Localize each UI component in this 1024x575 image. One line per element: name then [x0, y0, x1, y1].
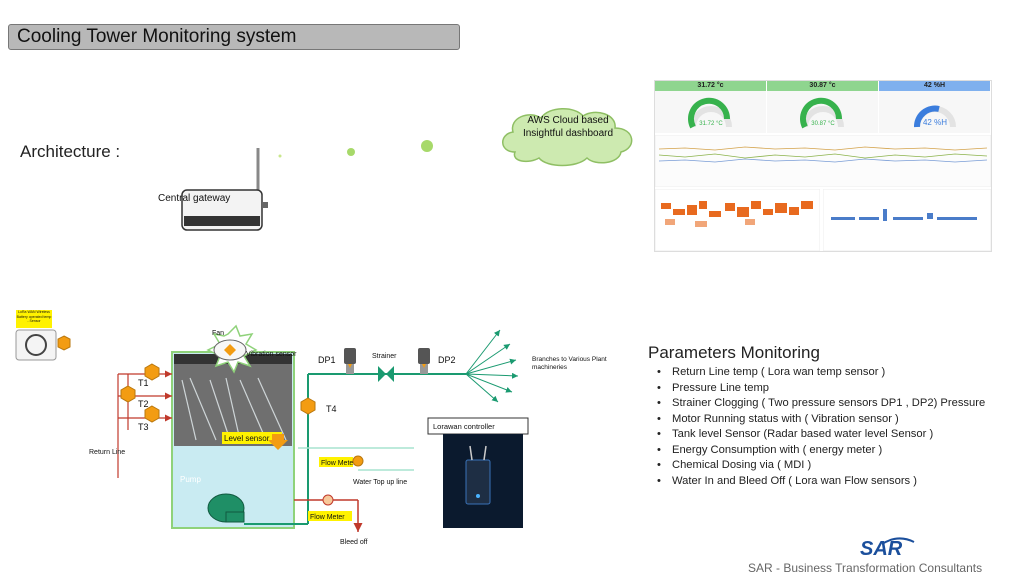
- heatmap-blue-thumbnail: [823, 189, 991, 251]
- level-sensor-arrow-icon: [268, 434, 288, 450]
- t1-label: T1: [138, 378, 149, 388]
- gauge-value-3: 42 %H: [923, 118, 947, 127]
- gauge-header-3: 42 %H: [879, 81, 990, 91]
- architecture-label: Architecture :: [20, 142, 121, 161]
- t3-label: T3: [138, 422, 149, 432]
- fan-icon: [206, 324, 258, 374]
- t2-sensor-icon: [120, 385, 136, 403]
- wireless-sensor-tag: LoRa WAN Wireless Battery operated temp …: [15, 310, 71, 361]
- gauge-card-2: 30.87 °c 30.87 °C: [767, 81, 878, 133]
- t4-sensor-icon: [300, 397, 316, 415]
- pump-icon: [207, 493, 245, 523]
- water-topup-label: Water Top up line: [353, 479, 407, 486]
- cloud-label: AWS Cloud based Insightful dashboard: [522, 115, 614, 139]
- gateway-label: Central gateway: [158, 193, 230, 204]
- dp2-sensor-icon: [418, 348, 430, 374]
- gauge-card-1: 31.72 °c 31.72 °C: [655, 81, 766, 133]
- heatmap-orange-thumbnail: [655, 189, 820, 251]
- t2-label: T2: [138, 399, 149, 409]
- gauge-header-2: 30.87 °c: [767, 81, 878, 91]
- level-sensor-label: Level sensor: [224, 434, 270, 443]
- t3-sensor-icon: [144, 405, 160, 423]
- gauge-value-1: 31.72 °C: [699, 121, 723, 127]
- parameter-item: Pressure Line temp: [657, 381, 997, 397]
- gauge-card-3: 42 %H 42 %H: [879, 81, 990, 133]
- sensor-tag-label: LoRa WAN Wireless Battery operated temp …: [16, 310, 52, 323]
- parameter-item: Tank level Sensor (Radar based water lev…: [657, 427, 997, 443]
- signal-dots: [278, 140, 433, 158]
- dp2-label: DP2: [438, 355, 456, 365]
- page-title: Cooling Tower Monitoring system: [8, 24, 460, 50]
- strainer-valve-icon: [378, 366, 394, 382]
- t1-sensor-icon: [144, 363, 160, 381]
- parameters-list: Return Line temp ( Lora wan temp sensor …: [657, 365, 997, 489]
- gauge-header-1: 31.72 °c: [655, 81, 766, 91]
- pump-label: Pump: [180, 475, 201, 484]
- parameters-title: Parameters Monitoring: [648, 343, 820, 362]
- strainer-label: Strainer: [372, 353, 397, 360]
- t4-label: T4: [326, 404, 337, 414]
- water-topup-pipe: [298, 447, 414, 471]
- parameter-item: Return Line temp ( Lora wan temp sensor …: [657, 365, 997, 381]
- lorawan-device-icon: [465, 445, 491, 505]
- trend-chart-thumbnail: [655, 135, 991, 187]
- gateway-device-icon: Central gateway: [158, 148, 268, 231]
- gauge-2: 30.87 °C: [800, 97, 844, 129]
- process-diagram: LoRa WAN Wireless Battery operated temp …: [15, 310, 607, 546]
- branch-arrows: [465, 329, 519, 403]
- gauge-1: 31.72 °C: [688, 97, 732, 129]
- bleed-off-label: Bleed off: [340, 539, 368, 546]
- fan-label: Fan: [212, 330, 224, 337]
- branches-label: Branches to Various Plant machineries: [532, 356, 607, 371]
- vibration-sensor-label: Vibration sensor: [246, 351, 297, 358]
- dp1-sensor-icon: [344, 348, 356, 374]
- parameter-item: Water In and Bleed Off ( Lora wan Flow s…: [657, 474, 997, 490]
- aws-cloud-icon: AWS Cloud based Insightful dashboard: [502, 108, 633, 167]
- sar-swoosh-icon: [881, 537, 915, 545]
- sar-logo: SAR: [860, 538, 903, 560]
- lorawan-controller-label: Lorawan controller: [433, 422, 495, 431]
- flow-meter-bottom-label: Flow Meter: [310, 514, 345, 521]
- flow-meter-bottom-icon: [322, 494, 334, 506]
- flow-meter-top-label: Flow Meter: [321, 460, 356, 467]
- parameter-item: Motor Running status with ( Vibration se…: [657, 412, 997, 428]
- gauge-value-2: 30.87 °C: [811, 121, 835, 127]
- level-sensor-box: [222, 432, 282, 444]
- return-line-label: Return Line: [89, 449, 125, 456]
- dashboard-thumbnail: 31.72 °c 31.72 °C 30.87 °c 30.87 °C 42 %…: [654, 80, 992, 252]
- gauge-3: 42 %H: [914, 105, 956, 128]
- parameter-item: Energy Consumption with ( energy meter ): [657, 443, 997, 459]
- parameter-item: Chemical Dosing via ( MDI ): [657, 458, 997, 474]
- dp1-label: DP1: [318, 355, 336, 365]
- footer-brand: SAR - Business Transformation Consultant…: [748, 561, 983, 575]
- parameter-item: Strainer Clogging ( Two pressure sensors…: [657, 396, 997, 412]
- flow-meter-top-icon: [352, 455, 364, 467]
